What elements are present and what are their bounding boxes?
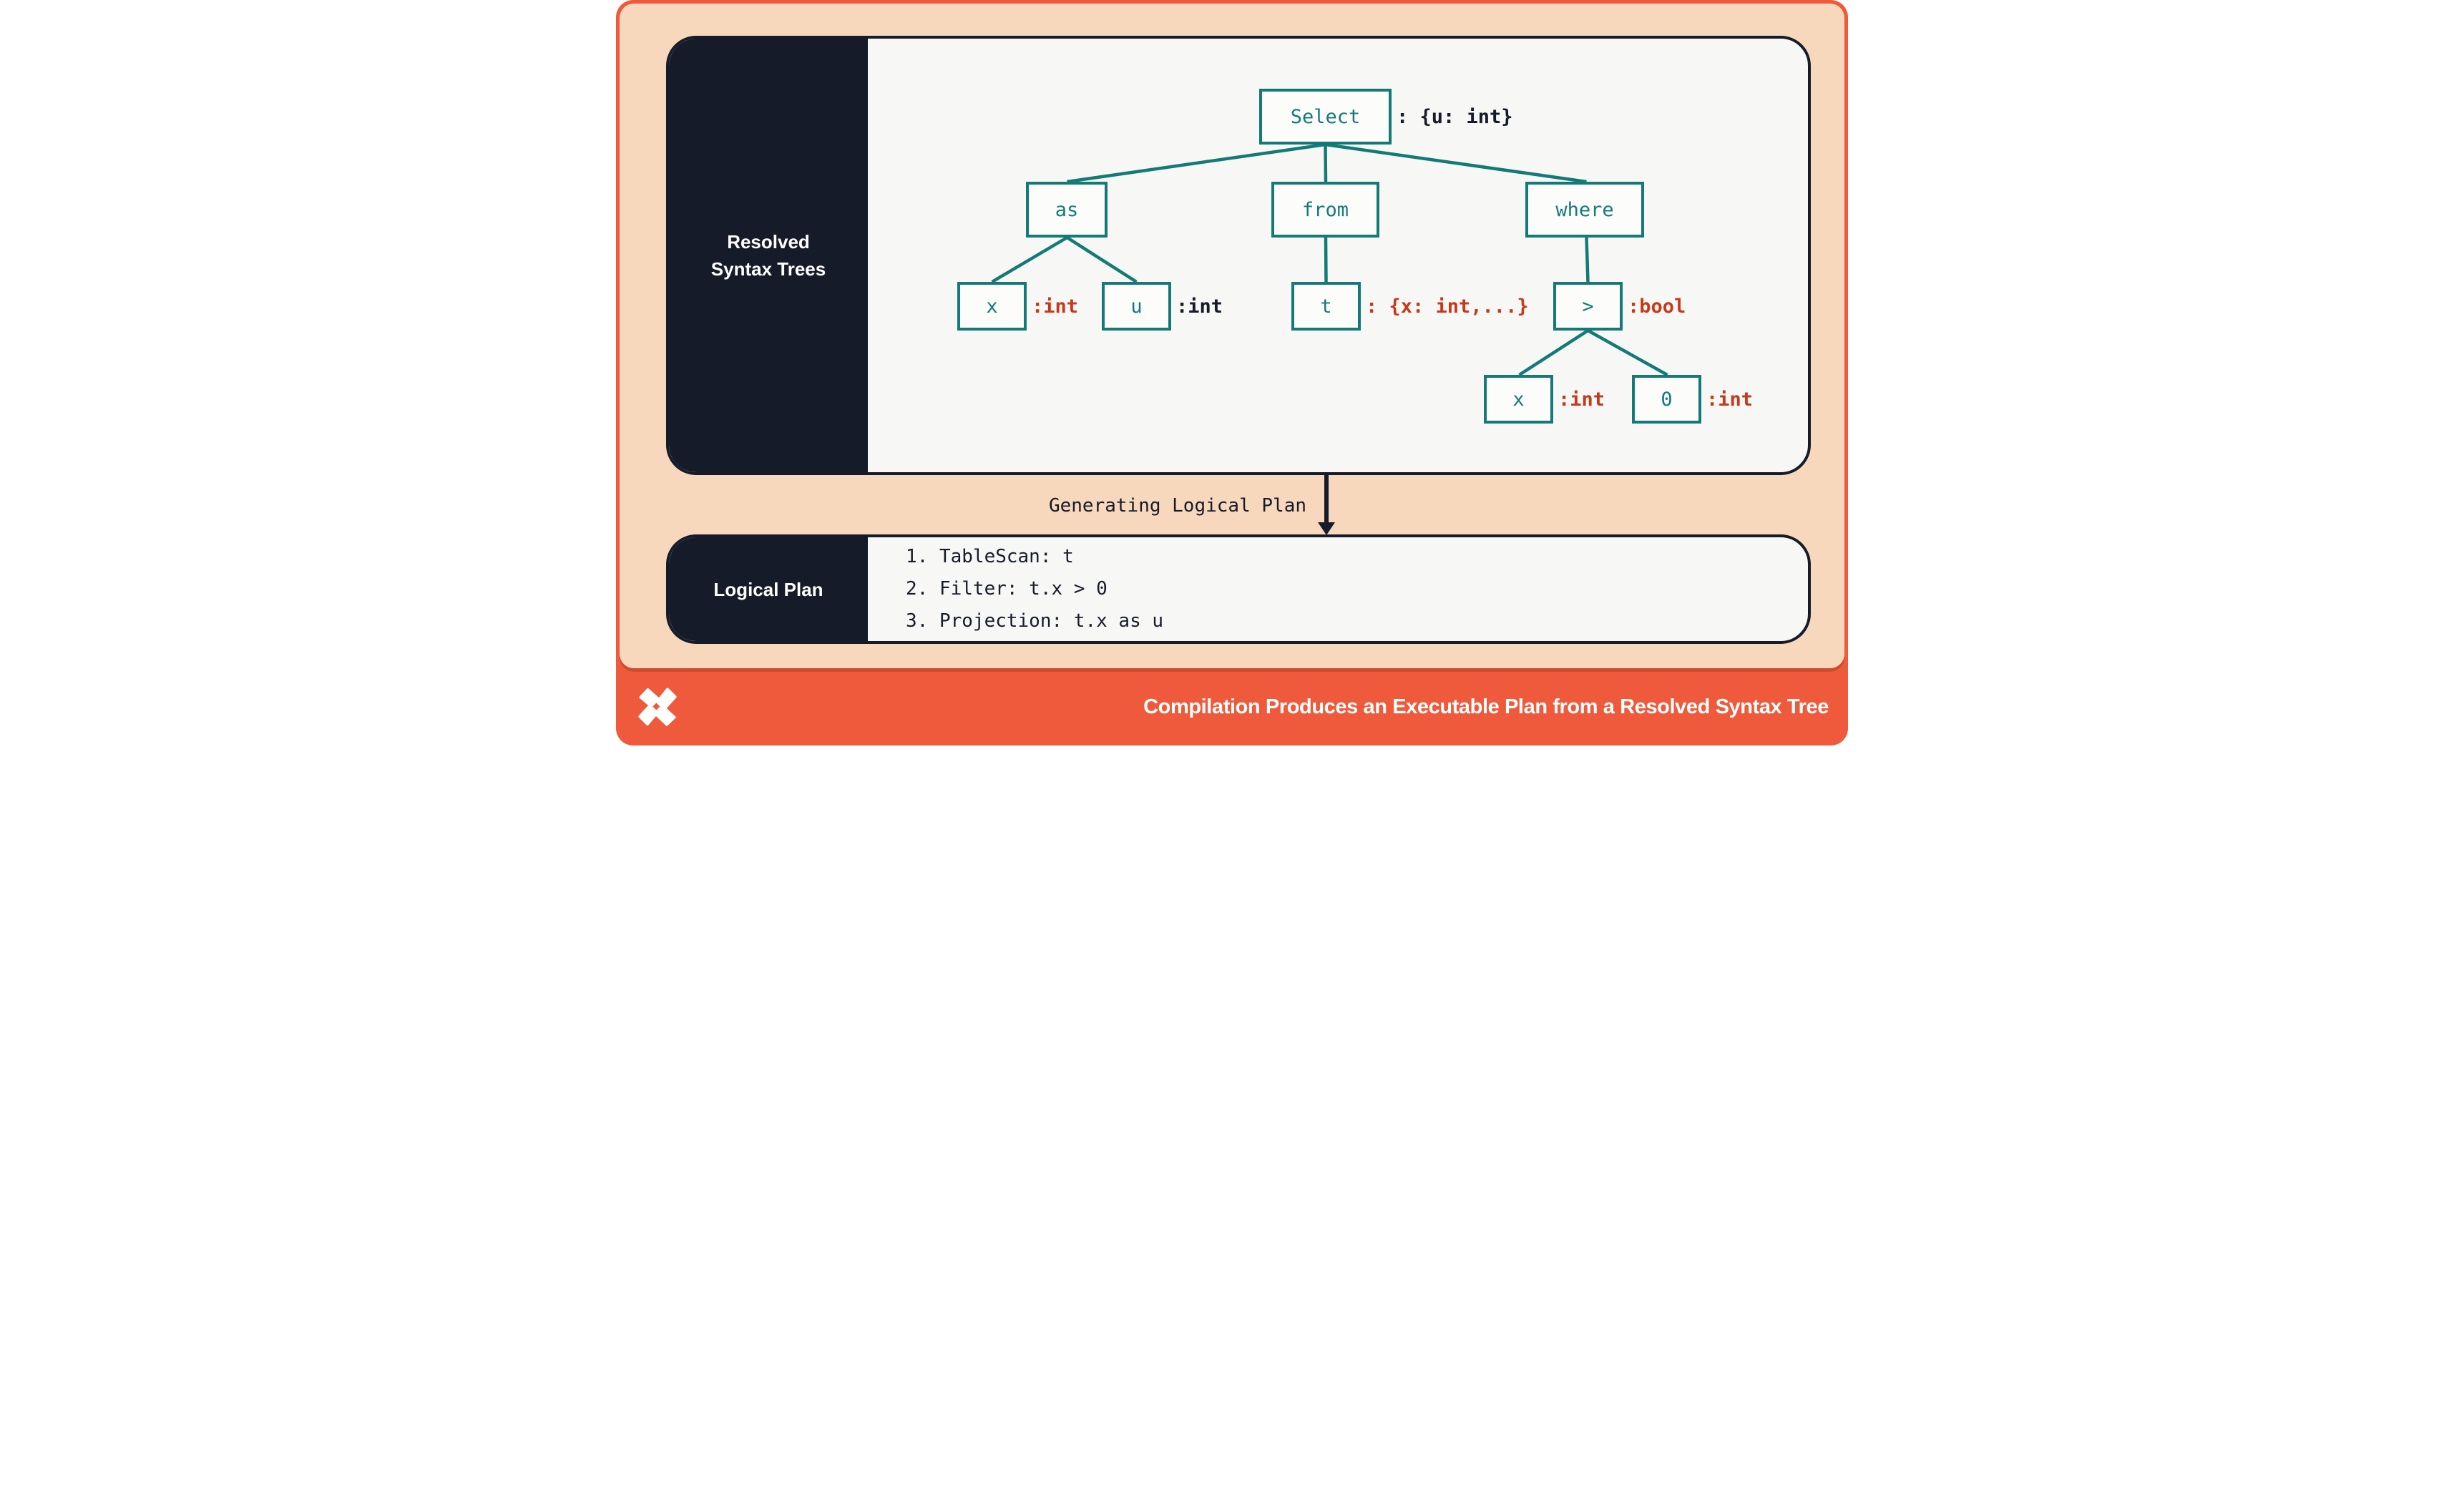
tree-edge [991, 236, 1068, 283]
type-annotation: :int [1032, 295, 1079, 318]
plan-step: 1. TableScan: t [906, 546, 1074, 567]
tree-node-box: where [1525, 182, 1644, 238]
tree-node-box: > [1553, 282, 1623, 331]
type-annotation: : {u: int} [1397, 105, 1513, 128]
tree-node-box: 0 [1632, 375, 1701, 424]
infographic-canvas: Resolved Syntax Trees Select [616, 0, 1848, 746]
resolved-title-line1: Resolved [727, 231, 810, 253]
tree-edge [1585, 237, 1590, 283]
tree-edge [1066, 236, 1138, 283]
resolved-syntax-trees-panel: Resolved Syntax Trees Select [666, 36, 1811, 475]
type-annotation: : {x: int,...} [1366, 295, 1529, 318]
tree-node-box: x [1484, 375, 1553, 424]
x-pinwheel-logo [638, 688, 677, 726]
tree-node-x-under-gt: x :int [1484, 375, 1605, 424]
tree-node-box: u [1102, 282, 1171, 331]
type-annotation: :int [1558, 388, 1605, 411]
tree-node-as: as [1026, 182, 1108, 238]
tree-edge [1518, 329, 1589, 376]
tree-node-zero-under-gt: 0 :int [1632, 375, 1753, 424]
tree-node-gt-under-where: > :bool [1553, 282, 1686, 331]
plan-step: 3. Projection: t.x as u [906, 610, 1164, 632]
plan-step: 2. Filter: t.x > 0 [906, 578, 1108, 600]
type-annotation: :int [1176, 295, 1223, 318]
type-annotation: :bool [1628, 295, 1686, 318]
tree-node-box: x [957, 282, 1027, 331]
tree-node-box: Select [1259, 89, 1392, 145]
tree-edge [1325, 142, 1587, 184]
tree-edge [1067, 142, 1326, 184]
tree-edge [1587, 329, 1668, 376]
logical-plan-steps: 1. TableScan: t 2. Filter: t.x > 0 3. Pr… [868, 537, 1808, 641]
tree-node-box: as [1026, 182, 1108, 238]
type-annotation: :int [1706, 388, 1754, 411]
logical-panel-title: Logical Plan [713, 578, 823, 600]
footer-bar: Compilation Produces an Executable Plan … [616, 668, 1848, 746]
tree-node-box: t [1291, 282, 1361, 331]
tree-node-box: from [1271, 182, 1379, 238]
down-arrow-icon [1318, 475, 1335, 535]
resolved-title-line2: Syntax Trees [710, 258, 826, 280]
footer-title: Compilation Produces an Executable Plan … [1143, 695, 1829, 718]
tree-node-t-under-from: t : {x: int,...} [1291, 282, 1529, 331]
logical-plan-panel: Logical Plan 1. TableScan: t 2. Filter: … [666, 534, 1811, 644]
tree-node-select: Select : {u: int} [1259, 89, 1513, 145]
syntax-tree: Select : {u: int} as from where x :int u… [868, 39, 1808, 472]
resolved-panel-sidebar: Resolved Syntax Trees [669, 39, 868, 472]
tree-node-u-under-as: u :int [1102, 282, 1223, 331]
tree-node-where: where [1525, 182, 1644, 238]
transition-label: Generating Logical Plan [1048, 495, 1306, 517]
tree-node-from: from [1271, 182, 1379, 238]
arrow-head [1318, 522, 1335, 535]
tree-node-x-under-as: x :int [957, 282, 1078, 331]
tree-edge-group [991, 142, 1668, 376]
logo-diamond-cutout [652, 703, 660, 710]
logical-panel-sidebar: Logical Plan [669, 537, 868, 641]
tree-edges [991, 142, 1668, 376]
